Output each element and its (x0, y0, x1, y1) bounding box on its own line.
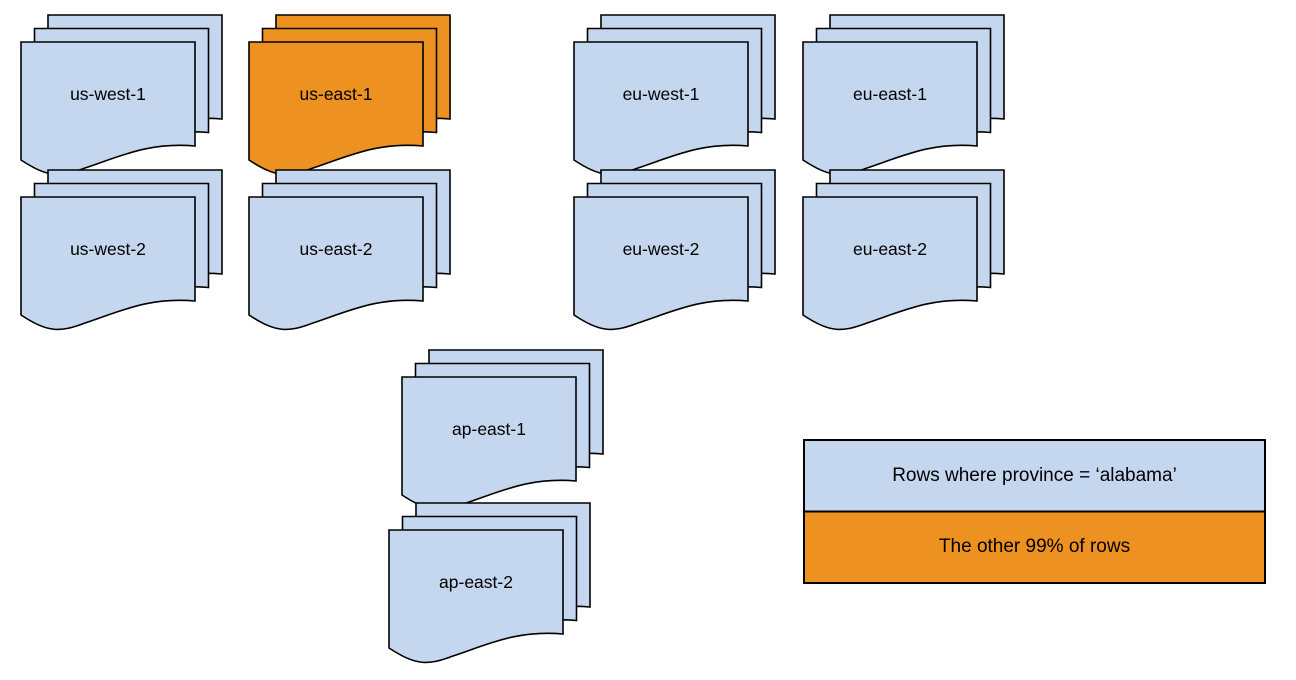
legend-row-blue (803, 439, 1266, 513)
document-stack-us-west-2[interactable] (20, 169, 223, 331)
document-front-eu-east-2 (802, 196, 978, 331)
document-stack-eu-west-2[interactable] (573, 169, 776, 331)
document-stack-eu-east-1[interactable] (802, 14, 1005, 176)
document-stack-ap-east-1[interactable] (401, 349, 604, 511)
document-front-us-west-1 (20, 41, 196, 176)
document-stack-us-east-2[interactable] (248, 169, 451, 331)
document-stack-eu-west-1[interactable] (573, 14, 776, 176)
document-stack-us-west-1[interactable] (20, 14, 223, 176)
document-stack-ap-east-2[interactable] (388, 502, 591, 664)
document-stack-us-east-1[interactable] (248, 14, 451, 176)
document-front-eu-west-2 (573, 196, 749, 331)
document-front-ap-east-1 (401, 376, 577, 511)
document-front-eu-west-1 (573, 41, 749, 176)
document-stack-eu-east-2[interactable] (802, 169, 1005, 331)
legend (803, 439, 1266, 584)
document-front-us-east-1 (248, 41, 424, 176)
document-front-us-west-2 (20, 196, 196, 331)
document-front-eu-east-1 (802, 41, 978, 176)
document-front-us-east-2 (248, 196, 424, 331)
document-front-ap-east-2 (388, 529, 564, 664)
legend-row-orange (803, 510, 1266, 584)
